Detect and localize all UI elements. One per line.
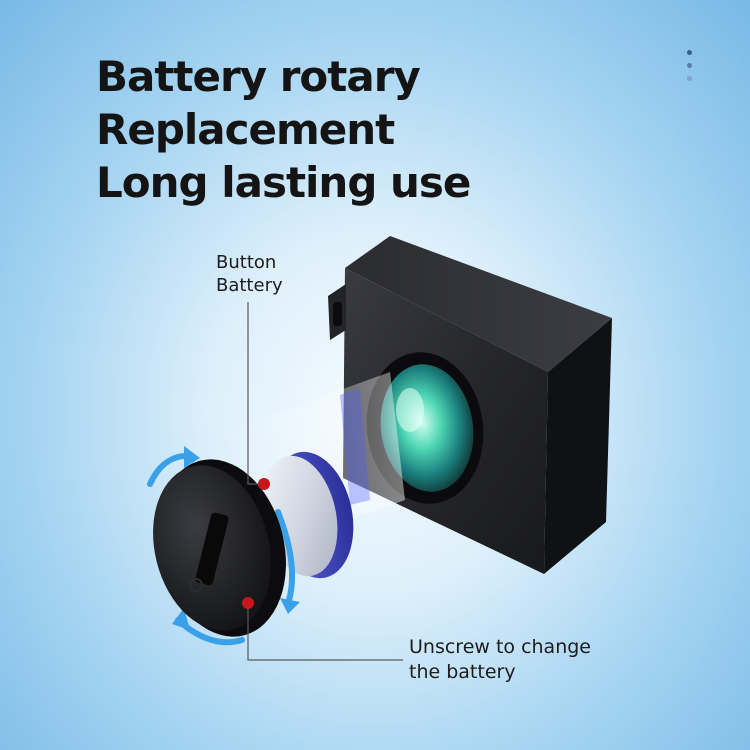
callout-unscrew-line-2: the battery	[409, 661, 516, 683]
headline-line-2: Replacement	[96, 105, 395, 154]
marker-dot-battery	[258, 478, 270, 490]
battery-cap	[153, 459, 286, 637]
callout-unscrew: Unscrew to change the battery	[409, 635, 591, 685]
leader-line-unscrew	[247, 604, 403, 661]
rotation-arrow-right	[275, 509, 296, 607]
callout-battery-line-1: Button	[216, 252, 277, 273]
light-beam-blue	[340, 388, 370, 505]
callout-button-battery: Button Battery	[216, 251, 283, 297]
carousel-dot[interactable]	[687, 76, 692, 81]
battery-cap-slot	[195, 512, 229, 586]
carousel-dot[interactable]	[687, 50, 692, 55]
headline: Battery rotary Replacement Long lasting …	[96, 50, 471, 209]
compartment-highlight	[396, 388, 424, 432]
mounting-slot	[333, 302, 342, 326]
carousel-dots-icon[interactable]	[687, 50, 695, 89]
battery-cap-mark	[189, 578, 203, 592]
arrow-head-right	[280, 598, 300, 614]
arrow-head-top	[184, 446, 200, 468]
marker-dot-cap	[242, 597, 254, 609]
callout-unscrew-line-1: Unscrew to change	[409, 636, 591, 658]
callout-battery-line-2: Battery	[216, 275, 283, 296]
headline-line-3: Long lasting use	[96, 158, 471, 207]
carousel-dot[interactable]	[687, 63, 692, 68]
headline-line-1: Battery rotary	[96, 52, 421, 101]
device-top-face	[345, 236, 612, 372]
device-side-face	[544, 318, 612, 574]
